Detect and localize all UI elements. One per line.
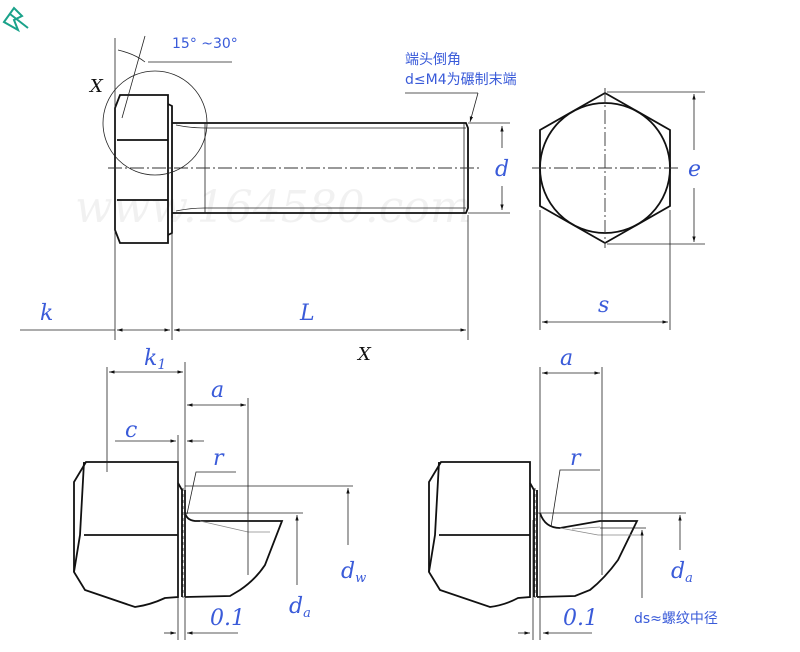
detail-right <box>428 367 686 640</box>
chamfer-note-2: d≤M4为碾制末端 <box>405 72 517 88</box>
dim-s-label: s <box>598 293 609 318</box>
angle-label: 15° ~30° <box>172 36 238 52</box>
dim-dw-label: dw <box>341 559 366 586</box>
dim-k-label: k <box>40 301 53 326</box>
detail-marker-x: X <box>88 76 104 97</box>
chamfer-note-1: 端头倒角 <box>405 52 461 68</box>
dim-L-label: L <box>299 301 315 326</box>
dim-e-label: e <box>688 157 701 182</box>
dim-a-label-left: a <box>211 378 224 403</box>
detail-left <box>73 362 353 640</box>
ds-note: ds≈螺纹中径 <box>634 611 718 627</box>
dim-k1-label: k1 <box>144 346 166 373</box>
bolt-end-view <box>532 88 705 330</box>
dim-r-label-right: r <box>570 446 582 471</box>
detail-x-title: X <box>356 344 372 365</box>
dim-c-label: c <box>125 418 137 443</box>
tol-label-left: 0.1 <box>210 606 245 631</box>
dim-d-label: d <box>495 157 509 182</box>
pin-icon[interactable] <box>2 6 29 33</box>
dim-a-label-right: a <box>560 346 573 371</box>
tol-label-right: 0.1 <box>563 606 598 631</box>
dim-da-label-right: da <box>671 559 693 586</box>
dim-da-label-left: da <box>289 594 311 621</box>
watermark: www.164580.com <box>75 182 472 233</box>
bolt-side-view <box>20 35 510 340</box>
dim-r-label-left: r <box>213 446 225 471</box>
